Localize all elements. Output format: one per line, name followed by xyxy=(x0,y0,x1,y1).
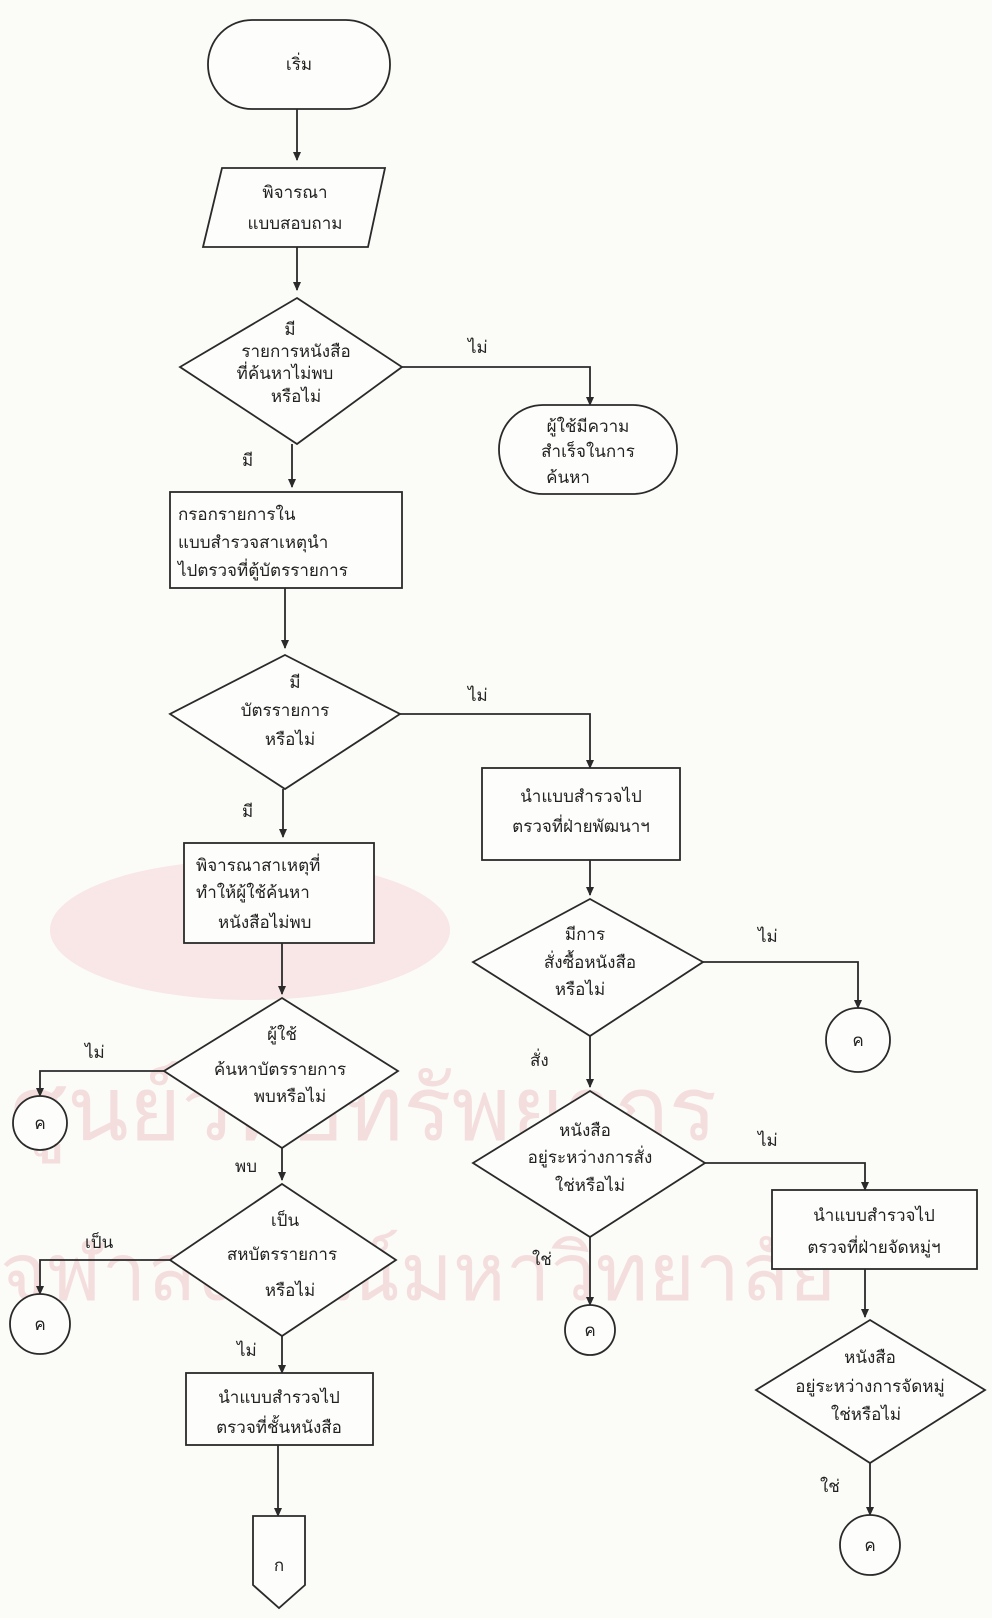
dec2-label-2: บัตรรายการ xyxy=(241,701,330,721)
success-label-3: ค้นหา xyxy=(546,468,590,488)
edge-label-dec4-no: ไม่ xyxy=(83,1042,105,1063)
dec3-label-1: มีการ xyxy=(565,925,605,945)
dec4-label-1: ผู้ใช้ xyxy=(267,1024,297,1045)
decision-union-catalog: เป็น สหบัตรรายการ หรือไม่ xyxy=(168,1182,398,1338)
dec7-label-2: อยู่ระหว่างการจัดหมู่ xyxy=(795,1377,944,1397)
edge-dec4-conn xyxy=(36,1070,164,1097)
decision-user-found-card: ผู้ใช้ ค้นหาบัตรรายการ พบหรือไม่ xyxy=(162,996,400,1150)
offpage-label: ก xyxy=(274,1556,284,1576)
decision-book-not-found: มี รายการหนังสือ ที่ค้นหาไม่พบ หรือไม่ xyxy=(178,296,404,446)
edge-dec3-conn xyxy=(703,961,862,1009)
connector-dec7: ค xyxy=(839,1514,901,1576)
connector-label: ค xyxy=(852,1031,863,1051)
fill-label-1: กรอกรายการใน xyxy=(178,504,296,525)
cataloging-dept-process: นำแบบสำรวจไป ตรวจที่ฝ่ายจัดหมู่ฯ xyxy=(771,1189,978,1270)
decision-on-order: หนังสือ อยู่ระหว่างการสั่ง ใช่หรือไม่ xyxy=(471,1089,707,1239)
dec7-label-1: หนังสือ xyxy=(844,1348,896,1368)
dec4-label-2: ค้นหาบัตรรายการ xyxy=(214,1060,346,1080)
dev-label-2: ตรวจที่ฝ่ายพัฒนาฯ xyxy=(512,814,650,837)
watermark-line2: จุฬาลงกรณ์มหาวิทยาลัย xyxy=(0,1226,836,1321)
connector-label: ค xyxy=(34,1114,45,1134)
dec5-label-2: อยู่ระหว่างการสั่ง xyxy=(528,1145,653,1168)
connector-dec4: ค xyxy=(12,1095,68,1151)
start-terminator: เริ่ม xyxy=(207,19,391,110)
dec3-label-3: หรือไม่ xyxy=(555,979,605,1000)
dev-dept-process: นำแบบสำรวจไป ตรวจที่ฝ่ายพัฒนาฯ xyxy=(481,767,681,861)
connector-dec6: ค xyxy=(9,1293,71,1355)
dec6-label-2: สหบัตรรายการ xyxy=(227,1245,337,1265)
watermark: ศูนย์วิทยทรัพยากร จุฬาลงกรณ์มหาวิทยาลัย xyxy=(0,860,836,1321)
catproc-label-2: ตรวจที่ฝ่ายจัดหมู่ฯ xyxy=(807,1235,940,1258)
edge-dec1-success xyxy=(402,366,594,406)
edge-label-dec2-no: ไม่ xyxy=(466,685,488,706)
success-label-1: ผู้ใช้มีความ xyxy=(547,416,630,437)
dec2-label-3: หรือไม่ xyxy=(265,729,315,750)
edge-label-dec6-is: เป็น xyxy=(85,1231,114,1253)
dec2-label-1: มี xyxy=(289,673,300,693)
dec4-label-3: พบหรือไม่ xyxy=(254,1086,326,1107)
cause-label-1: พิจารณาสาเหตุที่ xyxy=(196,853,320,876)
consider-label-2: แบบสอบถาม xyxy=(248,214,343,234)
edge-label-dec3-no: ไม่ xyxy=(756,926,778,947)
consider-label-1: พิจารณา xyxy=(262,183,327,203)
dev-label-1: นำแบบสำรวจไป xyxy=(520,786,642,807)
edge-labels: ไม่ มี ไม่ มี ไม่ สั่ง ไม่ พบ ไม่ เป็น ใ… xyxy=(83,337,840,1497)
connector-dec3: ค xyxy=(825,1007,891,1073)
edge-label-dec7-yes: ใช่ xyxy=(820,1476,840,1497)
dec6-label-3: หรือไม่ xyxy=(265,1280,315,1301)
edge-dec2-dev xyxy=(400,713,594,769)
start-label: เริ่ม xyxy=(286,52,312,75)
dec7-label-3: ใช่หรือไม่ xyxy=(831,1404,901,1425)
dec6-label-1: เป็น xyxy=(271,1209,300,1231)
success-label-2: สำเร็จในการ xyxy=(541,440,635,462)
dec1-label-2: รายการหนังสือ xyxy=(241,342,350,362)
dec5-label-3: ใช่หรือไม่ xyxy=(555,1175,625,1196)
cause-label-3: หนังสือไม่พบ xyxy=(218,912,311,933)
catproc-label-1: นำแบบสำรวจไป xyxy=(813,1205,935,1226)
consider-questionnaire-node: พิจารณา แบบสอบถาม xyxy=(201,167,387,248)
dec1-label-1: มี xyxy=(284,320,295,340)
edge-dec5-catproc xyxy=(705,1162,869,1191)
edge-label-dec4-found: พบ xyxy=(235,1157,257,1177)
connector-label: ค xyxy=(864,1536,875,1556)
fill-survey-process: กรอกรายการใน แบบสำรวจสาเหตุนำ ไปตรวจที่ต… xyxy=(169,491,403,589)
edge-label-dec6-no: ไม่ xyxy=(235,1340,257,1361)
edge-label-dec1-yes: มี xyxy=(242,451,253,471)
edge-label-dec3-order: สั่ง xyxy=(530,1048,549,1071)
edge-label-dec5-no: ไม่ xyxy=(756,1130,778,1151)
connector-label: ค xyxy=(34,1315,45,1335)
fill-label-2: แบบสำรวจสาเหตุนำ xyxy=(178,533,328,553)
cause-label-2: ทำให้ผู้ใช้ค้นหา xyxy=(196,882,310,903)
connector-dec5: ค xyxy=(564,1304,616,1356)
fill-label-3: ไปตรวจที่ตู้บัตรรายการ xyxy=(176,558,348,581)
dec5-label-1: หนังสือ xyxy=(559,1121,611,1141)
edge-label-dec5-yes: ใช่ xyxy=(532,1249,552,1270)
offpage-connector: ก xyxy=(252,1515,306,1610)
consider-cause-process: พิจารณาสาเหตุที่ ทำให้ผู้ใช้ค้นหา หนังสื… xyxy=(183,842,375,944)
shelf-check-process: นำแบบสำรวจไป ตรวจที่ชั้นหนังสือ xyxy=(185,1372,374,1446)
edges xyxy=(36,109,874,1517)
dec1-label-3: ที่ค้นหาไม่พบ xyxy=(237,361,334,384)
connector-label: ค xyxy=(584,1321,595,1341)
edge-dec6-conn xyxy=(36,1259,170,1295)
decision-has-catalog-card: มี บัตรรายการ หรือไม่ xyxy=(168,653,402,791)
decision-order-placed: มีการ สั่งซื้อหนังสือ หรือไม่ xyxy=(471,897,705,1038)
dec3-label-2: สั่งซื้อหนังสือ xyxy=(544,950,636,973)
shelf-label-2: ตรวจที่ชั้นหนังสือ xyxy=(216,1415,342,1438)
success-terminator: ผู้ใช้มีความ สำเร็จในการ ค้นหา xyxy=(498,404,678,495)
shelf-label-1: นำแบบสำรวจไป xyxy=(218,1387,340,1408)
edge-label-dec2-yes: มี xyxy=(242,802,253,822)
dec1-label-4: หรือไม่ xyxy=(271,386,321,407)
decision-being-cataloged: หนังสือ อยู่ระหว่างการจัดหมู่ ใช่หรือไม่ xyxy=(754,1318,987,1465)
edge-label-dec1-no: ไม่ xyxy=(466,337,488,358)
